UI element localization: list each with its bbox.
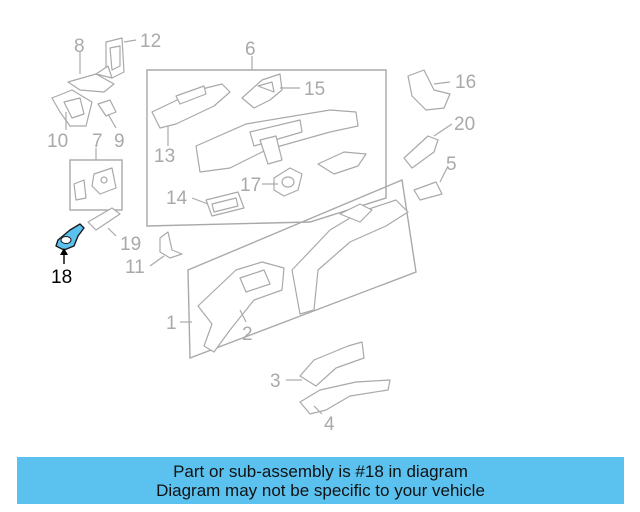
callout-4: 4 xyxy=(324,414,335,435)
part-12[interactable] xyxy=(105,37,125,79)
part-6-bracket[interactable] xyxy=(317,151,367,175)
part-11[interactable] xyxy=(159,231,183,259)
part-13[interactable] xyxy=(151,83,231,129)
part-7[interactable] xyxy=(73,167,117,201)
info-banner: Part or sub-assembly is #18 in diagram D… xyxy=(17,457,624,504)
part-14[interactable] xyxy=(205,191,245,217)
callout-1: 1 xyxy=(166,313,177,334)
callout-18: 18 xyxy=(51,267,72,288)
callout-14: 14 xyxy=(166,188,188,209)
callout-8: 8 xyxy=(74,36,85,57)
callout-7: 7 xyxy=(92,131,103,152)
part-15[interactable] xyxy=(241,73,283,109)
part-17[interactable] xyxy=(273,167,303,197)
part-19[interactable] xyxy=(87,207,121,231)
part-1-pillar[interactable] xyxy=(291,199,409,315)
part-10[interactable] xyxy=(51,89,93,127)
part-4[interactable] xyxy=(299,379,391,415)
part-18[interactable] xyxy=(55,223,85,251)
callout-9: 9 xyxy=(114,131,125,152)
leader-lines xyxy=(65,39,453,415)
callout-20: 20 xyxy=(454,114,475,135)
callout-5: 5 xyxy=(446,154,457,175)
callout-15: 15 xyxy=(304,79,325,100)
part-5[interactable] xyxy=(413,181,443,201)
callout-10: 10 xyxy=(47,131,68,152)
part-9[interactable] xyxy=(97,99,117,117)
callout-13: 13 xyxy=(154,146,175,167)
part-2[interactable] xyxy=(197,261,285,353)
banner-line-2: Diagram may not be specific to your vehi… xyxy=(156,480,485,500)
callout-6: 6 xyxy=(245,39,256,60)
callout-11: 11 xyxy=(125,257,145,278)
part-8[interactable] xyxy=(67,65,115,93)
callout-17: 17 xyxy=(240,175,261,196)
part-6-rail[interactable] xyxy=(195,109,359,173)
part-16[interactable] xyxy=(407,69,451,111)
callout-16: 16 xyxy=(455,72,476,93)
callout-3: 3 xyxy=(270,371,281,392)
callout-2: 2 xyxy=(242,324,253,345)
part-3[interactable] xyxy=(299,341,365,387)
group-1-frame xyxy=(187,179,417,360)
parts-diagram: 12 8 6 16 15 10 7 9 20 13 5 17 14 19 11 … xyxy=(47,31,476,435)
callout-19: 19 xyxy=(120,234,141,255)
callout-12: 12 xyxy=(140,31,161,52)
leader-18 xyxy=(60,248,68,264)
part-20[interactable] xyxy=(403,135,439,169)
banner-line-1: Part or sub-assembly is #18 in diagram xyxy=(173,461,468,481)
